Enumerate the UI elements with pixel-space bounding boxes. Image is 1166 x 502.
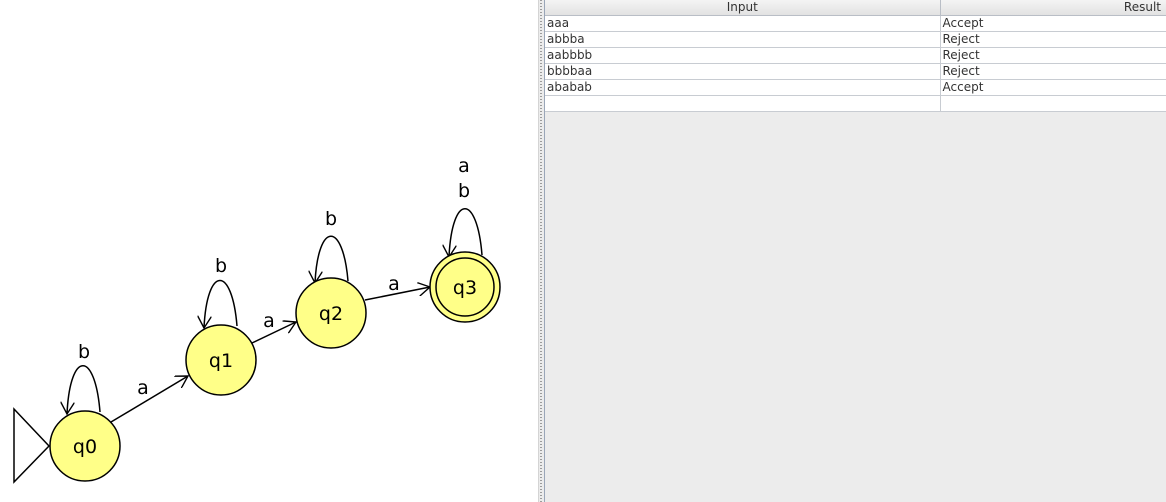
initial-state-arrow: [13, 407, 51, 484]
table-row[interactable]: ababab Accept: [545, 79, 1166, 96]
cell-result: [940, 95, 1166, 112]
cell-result: Reject: [940, 31, 1166, 48]
state-label-q0: q0: [73, 436, 97, 458]
label-q1-q2: a: [263, 310, 275, 332]
state-label-q2: q2: [319, 303, 343, 325]
state-q0[interactable]: q0: [49, 410, 121, 482]
cell-input[interactable]: [545, 95, 941, 112]
transition-q0-q1[interactable]: [110, 376, 188, 423]
state-q2[interactable]: q2: [295, 277, 367, 349]
cell-input[interactable]: aaa: [545, 15, 941, 32]
column-header-input[interactable]: Input: [545, 0, 941, 16]
state-q1[interactable]: q1: [185, 324, 257, 396]
cell-input[interactable]: ababab: [545, 79, 941, 96]
label-loop-q0: b: [78, 341, 90, 363]
cell-result: Accept: [940, 15, 1166, 32]
table-row[interactable]: aabbbb Reject: [545, 47, 1166, 64]
results-table: Input Result aaa Accept abbba Reject aab…: [545, 0, 1166, 112]
automaton-diagram: q0 q1 q2 q3 b a b a b a a b: [13, 155, 501, 484]
cell-input[interactable]: bbbbaa: [545, 63, 941, 80]
split-pane-divider[interactable]: [538, 0, 545, 502]
label-q2-q3: a: [388, 273, 400, 295]
loop-q1[interactable]: [204, 279, 238, 328]
state-q3-final[interactable]: q3: [429, 251, 501, 323]
loop-q0[interactable]: [67, 365, 101, 414]
cell-result: Accept: [940, 79, 1166, 96]
loop-q3[interactable]: [449, 208, 483, 257]
label-loop-q1: b: [215, 255, 227, 277]
automaton-editor-canvas[interactable]: q0 q1 q2 q3 b a b a b a a b: [0, 0, 538, 502]
label-loop-q3-a: a: [458, 155, 470, 177]
table-header-row: Input Result: [545, 0, 1166, 16]
cell-input[interactable]: aabbbb: [545, 47, 941, 64]
table-row-empty[interactable]: [545, 95, 1166, 112]
label-loop-q3-b: b: [458, 180, 470, 202]
table-row[interactable]: abbba Reject: [545, 31, 1166, 48]
state-label-q1: q1: [209, 350, 233, 372]
label-loop-q2: b: [325, 208, 337, 230]
cell-result: Reject: [940, 63, 1166, 80]
state-label-q3: q3: [453, 277, 477, 299]
transition-q2-q3[interactable]: [364, 287, 430, 301]
label-q0-q1: a: [137, 377, 149, 399]
multiple-run-panel: Input Result aaa Accept abbba Reject aab…: [544, 0, 1166, 502]
table-row[interactable]: bbbbaa Reject: [545, 63, 1166, 80]
cell-input[interactable]: abbba: [545, 31, 941, 48]
table-row[interactable]: aaa Accept: [545, 15, 1166, 32]
cell-result: Reject: [940, 47, 1166, 64]
transition-q1-q2[interactable]: [251, 322, 296, 344]
column-header-result[interactable]: Result: [940, 0, 1166, 16]
divider-grip: [540, 0, 542, 502]
loop-q2[interactable]: [315, 235, 349, 283]
